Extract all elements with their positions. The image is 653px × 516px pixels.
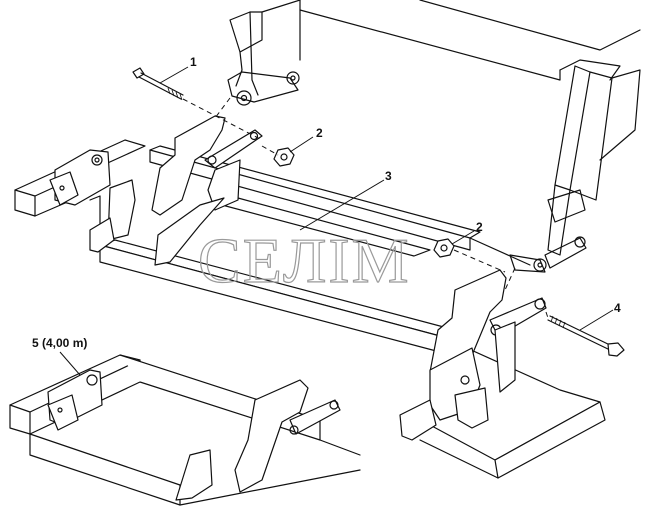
- watermark: СЕЛІМ: [198, 225, 411, 296]
- callout-3: 3: [385, 169, 392, 183]
- callout-1: 1: [190, 55, 197, 69]
- bolt-part-1: [132, 67, 184, 101]
- callout-5: 5 (4,00 m): [32, 336, 87, 350]
- left-bracket-assembly: [49, 115, 263, 266]
- right-bracket-assembly: [399, 269, 547, 441]
- callout-4: 4: [614, 301, 621, 315]
- frame-variant-4m: [9, 354, 361, 506]
- nut-part-2-upper: [273, 147, 295, 167]
- callout-leaders: [59, 66, 614, 376]
- assembly-lines: [182, 97, 549, 319]
- nut-part-2-lower: [433, 238, 455, 258]
- tractor-frame: [227, 0, 641, 273]
- bolt-part-4: [547, 315, 625, 357]
- callout-2-lower: 2: [476, 220, 483, 234]
- callout-2-upper: 2: [316, 126, 323, 140]
